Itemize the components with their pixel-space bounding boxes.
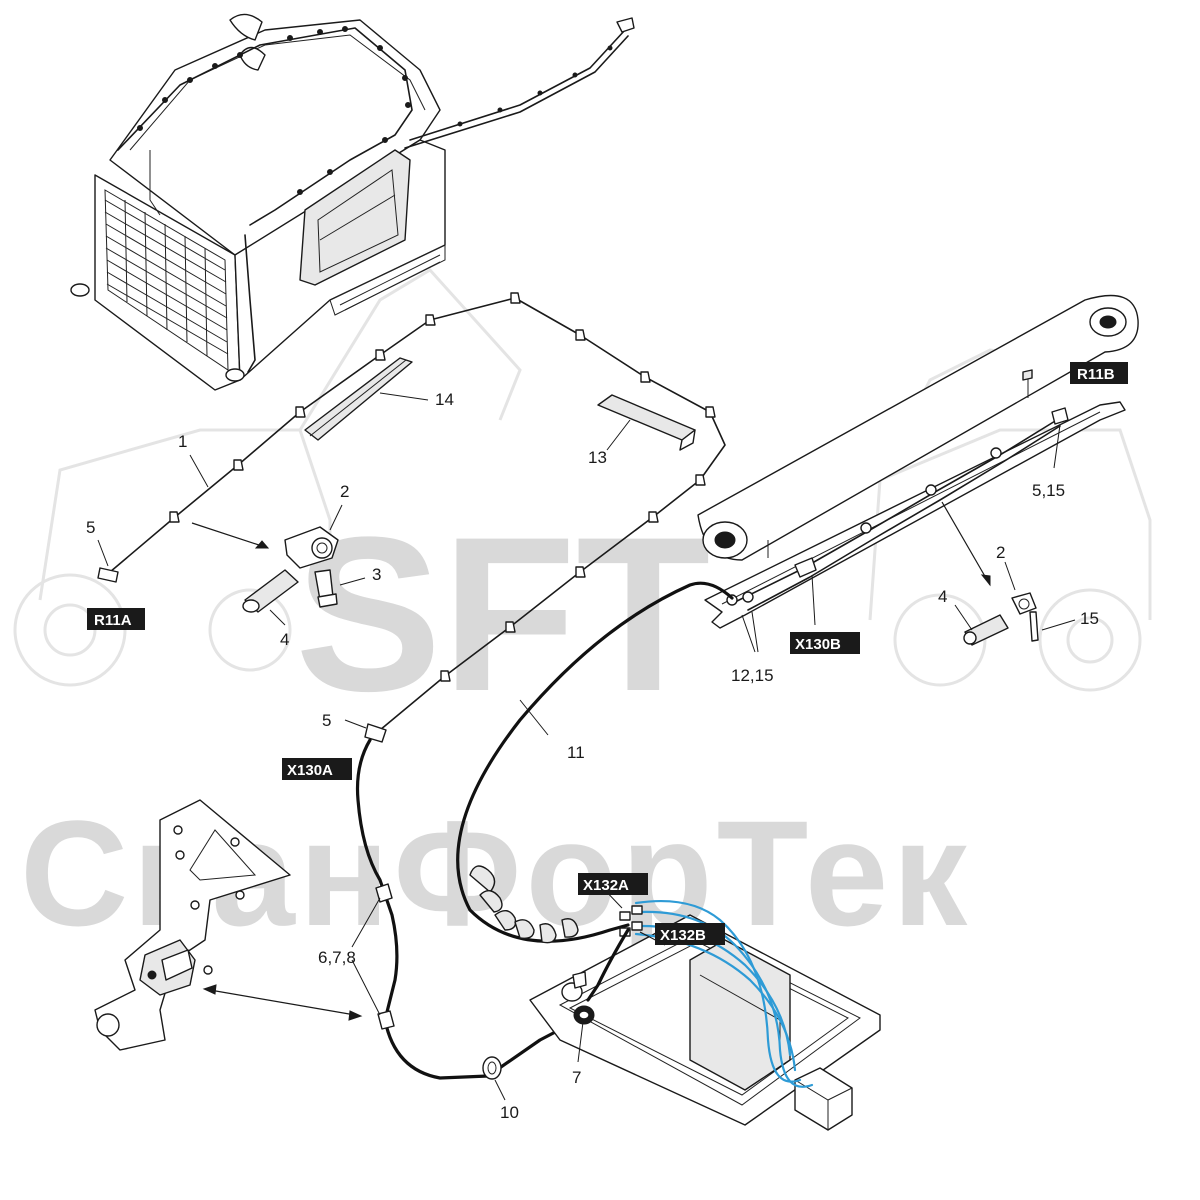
connectors-x132 xyxy=(586,905,643,1002)
arrow-bracket xyxy=(202,984,363,1021)
svg-text:R11A: R11A xyxy=(94,612,132,629)
floor-plate xyxy=(529,914,881,1131)
callout-4-left: 4 xyxy=(280,630,289,649)
harness-1-clips xyxy=(169,292,716,682)
svg-text:X130A: X130A xyxy=(287,762,333,779)
callout-4-right: 4 xyxy=(938,587,947,606)
label-x130b: X130B xyxy=(790,632,860,654)
svg-text:X130B: X130B xyxy=(795,636,841,653)
cable-coil xyxy=(469,865,579,944)
callout-5-left: 5 xyxy=(86,518,95,537)
harness-1 xyxy=(97,292,726,743)
sensor-rail xyxy=(704,401,1126,629)
cab-grille xyxy=(104,189,229,371)
cable-x130a xyxy=(355,738,584,1080)
part-13-cover xyxy=(597,394,696,451)
mount-bracket xyxy=(94,799,291,1051)
label-r11b: R11B xyxy=(1070,362,1128,384)
label-x132a: X132A xyxy=(578,873,648,895)
connector-labels: R11A R11B X130A X130B X132A X132B xyxy=(87,362,1128,945)
svg-text:X132B: X132B xyxy=(660,927,706,944)
callout-12-15: 12,15 xyxy=(731,666,774,685)
callout-11: 11 xyxy=(567,743,585,762)
cab-illustration xyxy=(70,13,635,391)
cable-11 xyxy=(456,581,734,943)
label-x132b: X132B xyxy=(655,923,725,945)
svg-text:X132A: X132A xyxy=(583,877,629,894)
callout-5-center: 5 xyxy=(322,711,331,730)
callout-3: 3 xyxy=(372,565,381,584)
label-r11a: R11A xyxy=(87,608,145,630)
arrow-detail-right xyxy=(941,501,991,587)
arrow-detail-left xyxy=(191,522,270,549)
watermark-logo: SFT xyxy=(295,491,711,737)
label-x130a: X130A xyxy=(282,758,352,780)
svg-text:R11B: R11B xyxy=(1077,366,1115,383)
callout-14: 14 xyxy=(435,390,454,409)
clamp-assembly-left xyxy=(242,526,339,613)
lift-arm xyxy=(697,294,1139,561)
callout-5-15: 5,15 xyxy=(1032,481,1065,500)
callout-13: 13 xyxy=(588,448,607,467)
cab-harness-clips xyxy=(137,26,411,195)
callout-2-right: 2 xyxy=(996,543,1005,562)
part-14-conduit xyxy=(304,357,413,441)
callout-2-left: 2 xyxy=(340,482,349,501)
clamp-assembly-right xyxy=(963,592,1039,646)
callout-6-7-8: 6,7,8 xyxy=(318,948,356,967)
callout-7: 7 xyxy=(572,1068,581,1087)
callout-1: 1 xyxy=(178,432,187,451)
callout-10: 10 xyxy=(500,1103,519,1122)
watermark-tractor-left xyxy=(13,268,522,687)
callouts: 1 2 3 4 5 14 13 5,15 2 4 15 12,15 5 11 6… xyxy=(86,390,1099,1122)
callout-15: 15 xyxy=(1080,609,1099,628)
watermark: SFT СканФорТек xyxy=(13,268,1152,957)
